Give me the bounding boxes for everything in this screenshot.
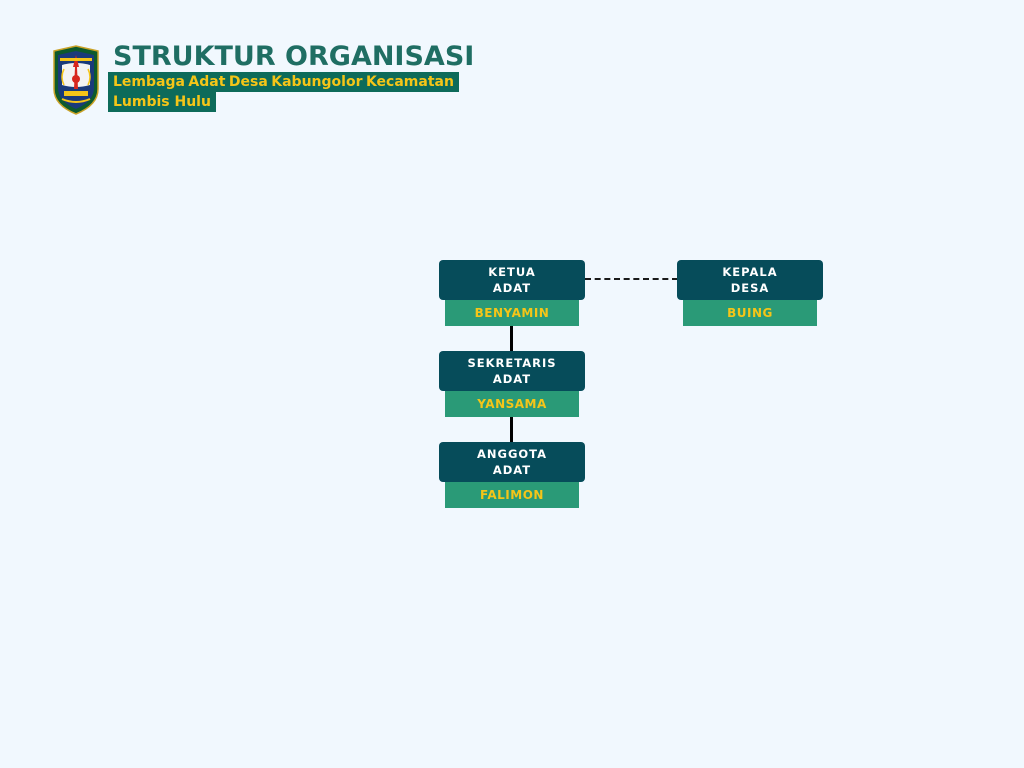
role-box-ketua-adat: KETUA ADAT: [439, 260, 585, 300]
name-box-kepala-desa: BUING: [683, 300, 817, 326]
role-title: ADAT: [492, 463, 532, 477]
name-box-anggota-adat: FALIMON: [445, 482, 579, 508]
subtitle-word: Kabungolor: [271, 74, 363, 90]
regional-emblem-icon: [53, 45, 99, 115]
role-title: ADAT: [492, 281, 532, 295]
name-box-ketua-adat: BENYAMIN: [445, 300, 579, 326]
role-title: SEKRETARIS: [467, 356, 557, 370]
subtitle-word: Desa: [228, 74, 268, 90]
role-box-kepala-desa: KEPALA DESA: [677, 260, 823, 300]
subtitle-line-2: Lumbis Hulu: [108, 92, 216, 112]
connector-sekretaris-anggota: [510, 417, 513, 442]
name-box-sekretaris-adat: YANSAMA: [445, 391, 579, 417]
role-box-sekretaris-adat: SEKRETARIS ADAT: [439, 351, 585, 391]
role-title: KETUA: [488, 265, 536, 279]
role-title: KEPALA: [722, 265, 778, 279]
subtitle-line-1: Lembaga Adat Desa Kabungolor Kecamatan: [108, 72, 459, 92]
connector-ketua-sekretaris: [510, 326, 513, 351]
role-box-anggota-adat: ANGGOTA ADAT: [439, 442, 585, 482]
subtitle-word: Adat: [188, 74, 226, 90]
role-title: DESA: [730, 281, 770, 295]
connector-ketua-kepala-dashed: [585, 278, 678, 280]
role-title: ANGGOTA: [476, 447, 548, 461]
role-title: ADAT: [492, 372, 532, 386]
subtitle-word: Kecamatan: [365, 74, 454, 90]
subtitle-word: Lembaga: [113, 74, 185, 90]
page-title: STRUKTUR ORGANISASI: [113, 41, 475, 72]
